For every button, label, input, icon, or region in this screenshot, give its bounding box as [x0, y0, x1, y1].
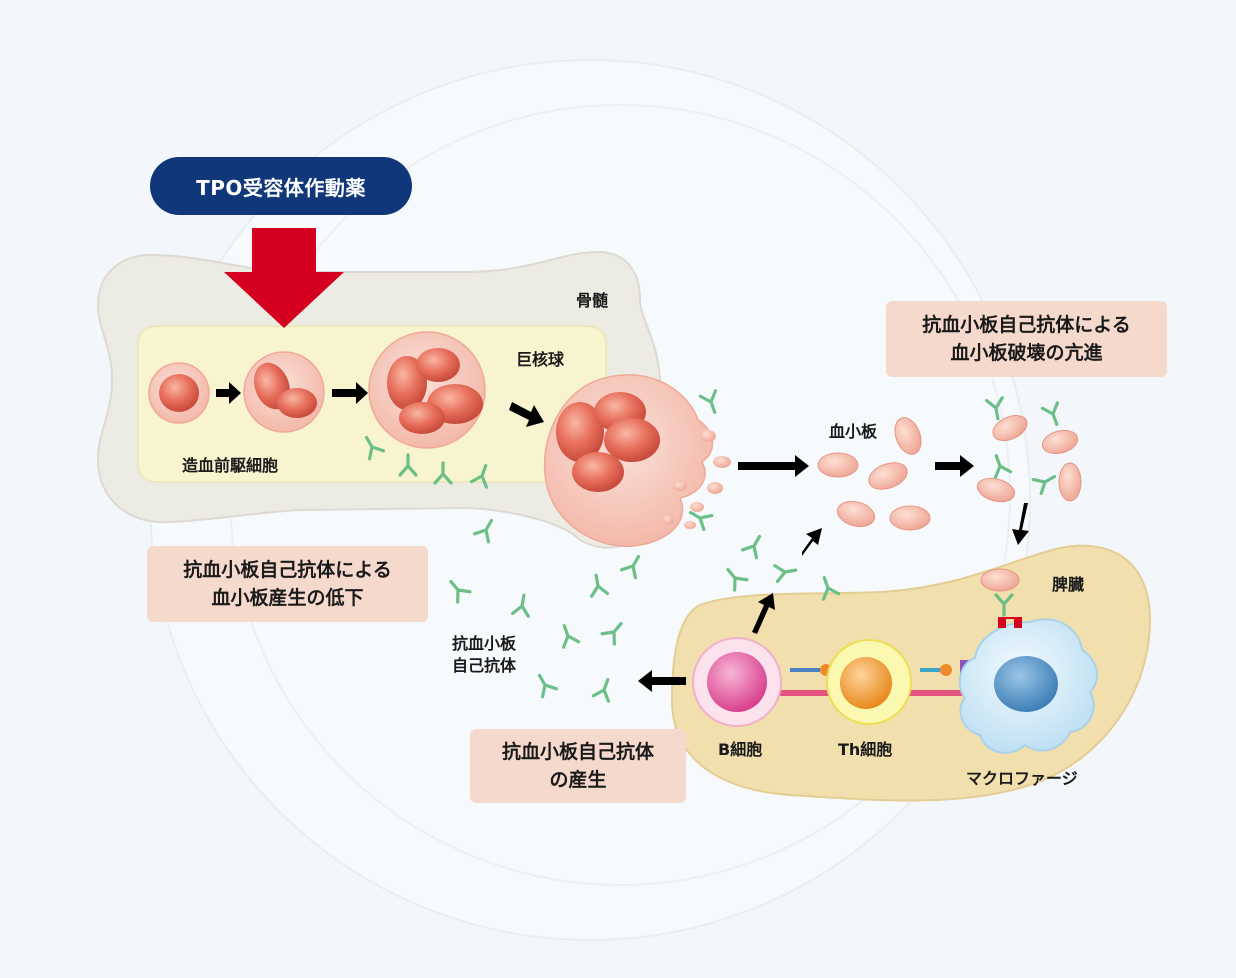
- megakaryocyte-label: 巨核球: [516, 350, 565, 369]
- autoantibody-label-line1: 抗血小板: [452, 634, 517, 653]
- tpo-red-arrow: [224, 228, 344, 328]
- tpo-drug-label: TPO受容体作動薬: [150, 157, 412, 215]
- box-antibody-production-line1: 抗血小板自己抗体: [501, 741, 654, 763]
- th-cell-label: Th細胞: [838, 740, 893, 759]
- b-cell-label: B細胞: [718, 740, 763, 759]
- process-arrows: [216, 382, 1029, 692]
- spleen-label: 脾臓: [1052, 575, 1085, 594]
- progenitor-label: 造血前駆細胞: [182, 456, 279, 475]
- fc-receptor: [998, 617, 1022, 628]
- budding-platelets: [662, 430, 731, 529]
- box-destruction-increase-line1: 抗血小板自己抗体による: [922, 314, 1131, 336]
- progenitor-nucleus: [159, 374, 199, 412]
- autoantibody-label: 抗血小板 自己抗体: [452, 633, 516, 677]
- box-production-decrease: 抗血小板自己抗体による 血小板産生の低下: [147, 546, 428, 622]
- box-destruction-increase: 抗血小板自己抗体による 血小板破壊の亢進: [886, 301, 1167, 377]
- platelets: [817, 414, 1082, 592]
- bone-marrow-label: 骨髄: [576, 291, 609, 310]
- macrophage-label: マクロファージ: [966, 769, 1078, 788]
- autoantibody-label-line2: 自己抗体: [452, 656, 517, 675]
- box-antibody-production-line2: の産生: [549, 769, 607, 791]
- box-destruction-increase-line2: 血小板破壊の亢進: [950, 342, 1103, 364]
- box-production-decrease-line2: 血小板産生の低下: [211, 587, 364, 609]
- box-antibody-production: 抗血小板自己抗体 の産生: [470, 729, 686, 803]
- box-production-decrease-line1: 抗血小板自己抗体による: [183, 559, 392, 581]
- platelet-label: 血小板: [829, 422, 878, 441]
